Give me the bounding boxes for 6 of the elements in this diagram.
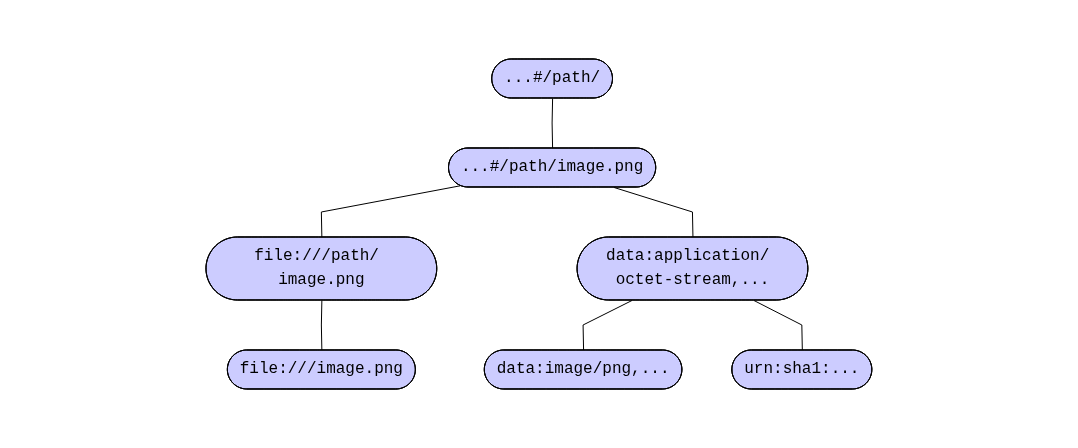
- connector: [551, 98, 554, 149]
- connector: [582, 300, 633, 351]
- connector: [613, 187, 694, 238]
- connector: [320, 300, 323, 351]
- connector: [320, 185, 462, 238]
- connector: [753, 300, 803, 351]
